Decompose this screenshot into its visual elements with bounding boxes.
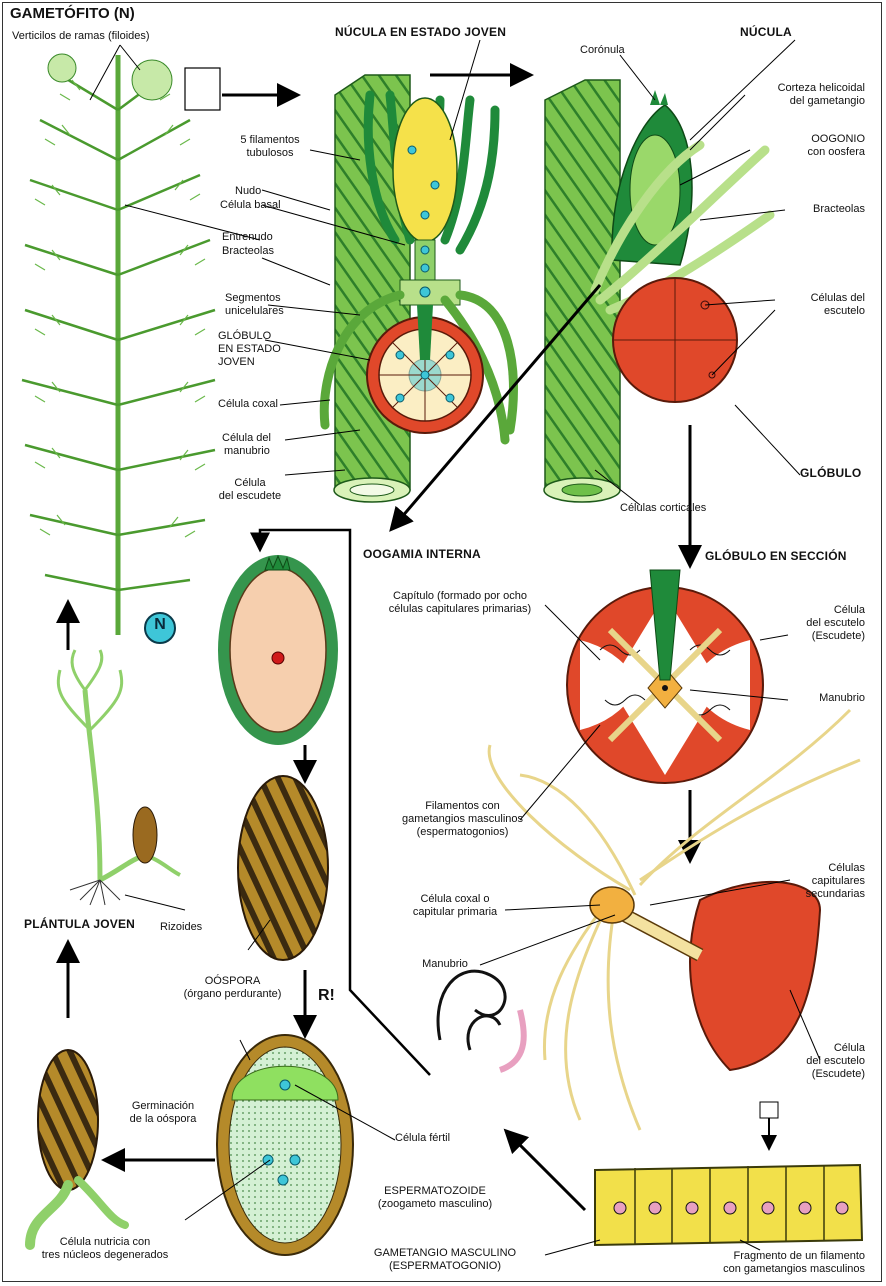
- zoom-box: [185, 68, 220, 110]
- label-gam-masc-1: GAMETANGIO MASCULINO: [345, 1247, 545, 1260]
- label-globulo-joven-3: JOVEN: [218, 356, 255, 369]
- label-fragmento-1: Fragmento de un filamento: [675, 1250, 865, 1263]
- label-bracteolas: Bracteolas: [222, 245, 274, 258]
- label-escudete-2: del escudete: [210, 490, 290, 503]
- oogamy-illustration: [218, 555, 338, 745]
- label-manubrio-middle: Manubrio: [410, 958, 480, 971]
- label-coxal-o-1: Célula coxal o: [400, 893, 510, 906]
- globule-section-illustration: [567, 570, 763, 783]
- label-manubrio-1: Célula del: [222, 432, 271, 445]
- label-segmentos-1: Segmentos: [225, 292, 281, 305]
- label-filamentos-1: 5 filamentos: [225, 134, 315, 147]
- label-fil-gam-2: gametangios masculinos: [380, 813, 545, 826]
- label-oospora-1: OÓSPORA: [170, 975, 295, 988]
- young-nucule-illustration: [324, 75, 513, 502]
- label-corteza-1: Corteza helicoidal: [745, 82, 865, 95]
- label-nutricia-2: tres núcleos degenerados: [15, 1249, 195, 1262]
- label-escudete-1: Célula: [210, 477, 290, 490]
- label-capitulo-2: células capitulares primarias): [375, 603, 545, 616]
- label-verticilos: Verticilos de ramas (filoides): [12, 30, 150, 43]
- label-entrenudo: Entrenudo: [222, 231, 273, 244]
- label-germinacion-1: Germinación: [118, 1100, 208, 1113]
- label-cap-sec-2: capitulares: [770, 875, 865, 888]
- main-title: GAMETÓFITO (N): [10, 8, 135, 21]
- label-esperma-1: ESPERMATOZOIDE: [345, 1185, 525, 1198]
- label-filamentos-2: tubulosos: [225, 147, 315, 160]
- oospore-illustration: [238, 776, 328, 960]
- spermatozoid-illustration: [438, 971, 524, 1070]
- label-cel-escutelo-b1: Célula: [765, 1042, 865, 1055]
- gametophyte-plant: [22, 54, 215, 635]
- label-nucula-joven: NÚCULA EN ESTADO JOVEN: [335, 26, 506, 39]
- label-r-mark: R!: [318, 990, 335, 1003]
- germinating-oospore-section: [217, 1035, 353, 1255]
- label-cel-escutelo-3: (Escudete): [760, 630, 865, 643]
- label-globulo-seccion: GLÓBULO EN SECCIÓN: [705, 550, 847, 563]
- gametangium-fragment: [595, 1102, 862, 1245]
- label-celula-fertil: Célula fértil: [395, 1132, 450, 1145]
- label-capitulo-1: Capítulo (formado por ocho: [375, 590, 545, 603]
- ploidy-badge-label: N: [149, 619, 171, 632]
- label-celula-basal: Célula basal: [220, 199, 281, 212]
- label-nutricia-1: Célula nutricia con: [15, 1236, 195, 1249]
- label-fil-gam-1: Filamentos con: [380, 800, 545, 813]
- label-celulas-corticales: Células corticales: [620, 502, 706, 515]
- label-oospora-2: (órgano perdurante): [170, 988, 295, 1001]
- label-celulas-escutelo-1: Células del: [745, 292, 865, 305]
- label-manubrio-right: Manubrio: [780, 692, 865, 705]
- label-fil-gam-3: (espermatogonios): [380, 826, 545, 839]
- label-bracteolas-right: Bracteolas: [745, 203, 865, 216]
- label-cap-sec-3: secundarias: [770, 888, 865, 901]
- label-rizoides: Rizoides: [160, 921, 202, 934]
- label-corteza-2: del gametangio: [745, 95, 865, 108]
- label-cel-escutelo-b3: (Escudete): [765, 1068, 865, 1081]
- label-celula-coxal: Célula coxal: [218, 398, 278, 411]
- label-celulas-escutelo-2: escutelo: [745, 305, 865, 318]
- label-cap-sec-1: Células: [770, 862, 865, 875]
- label-oogamia: OOGAMIA INTERNA: [363, 548, 481, 561]
- label-cel-escutelo-b2: del escutelo: [765, 1055, 865, 1068]
- label-coronula: Corónula: [580, 44, 625, 57]
- label-oogonio-1: OOGONIO: [745, 133, 865, 146]
- label-globulo: GLÓBULO: [800, 467, 861, 480]
- label-cel-escutelo-2: del escutelo: [760, 617, 865, 630]
- label-nudo: Nudo: [235, 185, 261, 198]
- label-manubrio-2: manubrio: [224, 445, 270, 458]
- label-coxal-o-2: capitular primaria: [400, 906, 510, 919]
- young-plantlet: [58, 650, 180, 905]
- label-nucula: NÚCULA: [740, 26, 792, 39]
- label-globulo-joven-2: EN ESTADO: [218, 343, 281, 356]
- label-segmentos-2: unicelulares: [225, 305, 284, 318]
- label-esperma-2: (zoogameto masculino): [345, 1198, 525, 1211]
- label-germinacion-2: de la oóspora: [118, 1113, 208, 1126]
- label-cel-escutelo-1: Célula: [760, 604, 865, 617]
- label-oogonio-2: con oosfera: [745, 146, 865, 159]
- label-plantula: PLÁNTULA JOVEN: [24, 918, 135, 931]
- label-globulo-joven-1: GLÓBULO: [218, 330, 271, 343]
- germinating-spore: [30, 1050, 125, 1245]
- label-fragmento-2: con gametangios masculinos: [675, 1263, 865, 1276]
- label-gam-masc-2: (ESPERMATOGONIO): [345, 1260, 545, 1273]
- mature-nucule-illustration: [544, 80, 770, 502]
